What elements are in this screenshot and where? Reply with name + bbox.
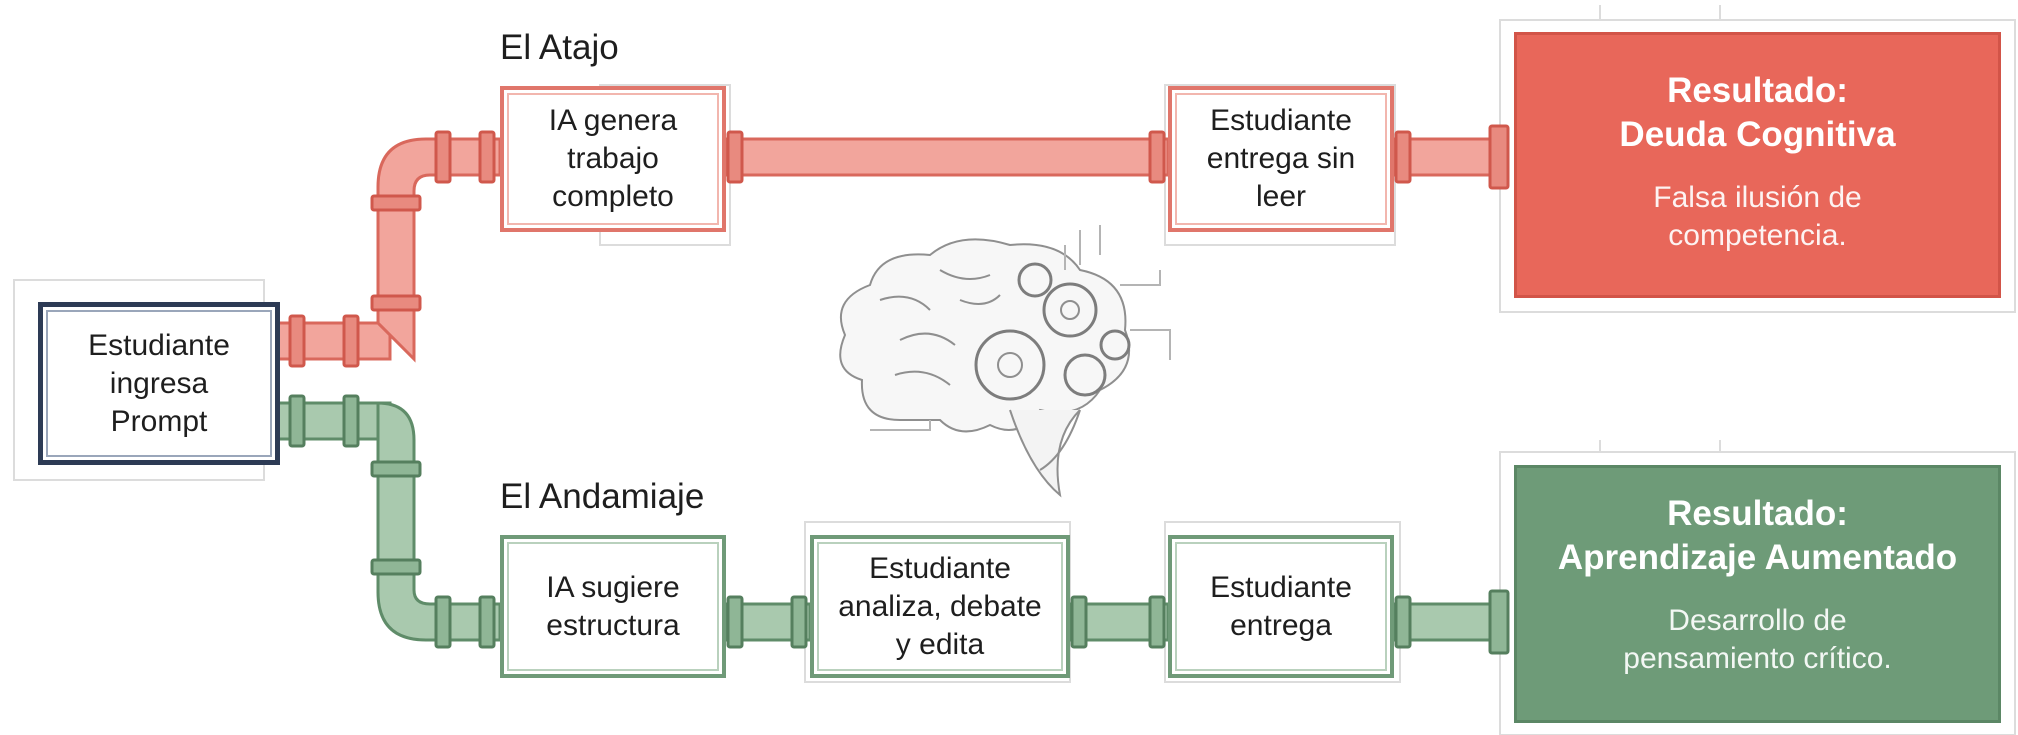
shortcut-result: Resultado: Deuda Cognitiva Falsa ilusión… — [1514, 32, 2001, 298]
shortcut-title: El Atajo — [500, 28, 619, 67]
scaffold-pipe-joints — [288, 394, 1510, 655]
scaffold-title: El Andamiaje — [500, 477, 705, 516]
shortcut-step-student-submits: Estudiante entrega sin leer — [1168, 86, 1394, 232]
shortcut-result-description: Falsa ilusión de competencia. — [1653, 181, 1862, 252]
scaffold-result-title: Resultado: — [1667, 494, 1848, 533]
scaffold-step-student-analyzes: Estudiante analiza, debate y edita — [810, 535, 1070, 678]
brain-gears-icon — [839, 225, 1171, 498]
shortcut-step-ai-generates: IA genera trabajo completo — [500, 86, 726, 232]
start-node: Estudiante ingresa Prompt — [38, 302, 280, 465]
shortcut-result-subtitle: Deuda Cognitiva — [1619, 115, 1896, 154]
scaffold-step-label: IA sugiere estructura — [546, 570, 680, 642]
shortcut-pipe-joints — [288, 124, 1510, 368]
scaffold-step-label: Estudiante analiza, debate y edita — [838, 551, 1042, 661]
blueprint-frames — [13, 5, 2016, 735]
shortcut-step-label: IA genera trabajo completo — [548, 104, 678, 213]
shortcut-result-title: Resultado: — [1667, 71, 1848, 110]
start-node-label: Estudiante ingresa Prompt — [88, 328, 230, 438]
scaffold-step-ai-suggests: IA sugiere estructura — [500, 535, 726, 678]
shortcut-step-label: Estudiante entrega sin leer — [1206, 104, 1356, 213]
scaffold-result-description: Desarrollo de pensamiento crítico. — [1623, 604, 1892, 675]
scaffold-step-label: Estudiante entrega — [1210, 570, 1352, 642]
scaffold-result: Resultado: Aprendizaje Aumentado Desarro… — [1514, 465, 2001, 723]
scaffold-step-student-submits: Estudiante entrega — [1168, 535, 1394, 678]
scaffold-result-subtitle: Aprendizaje Aumentado — [1557, 538, 1958, 577]
